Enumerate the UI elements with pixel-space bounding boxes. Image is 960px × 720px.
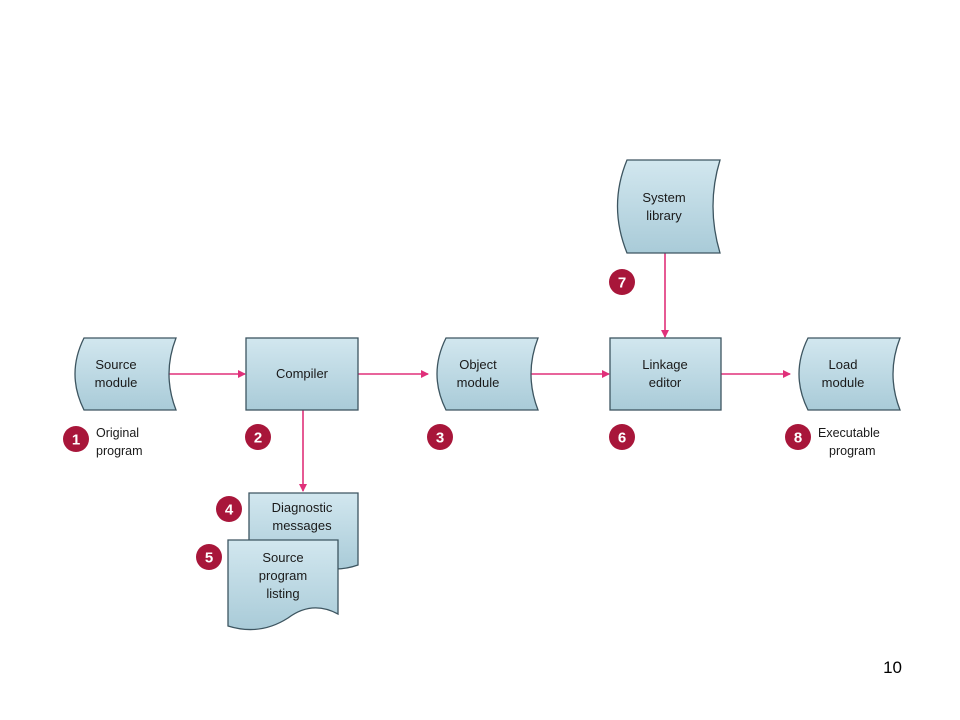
step-7-number: 7 [618, 275, 626, 292]
object-module-node: Object module [436, 337, 539, 411]
step-5-badge: 5 [196, 544, 222, 570]
step-1-number: 1 [72, 432, 80, 449]
step-7-badge: 7 [609, 269, 635, 295]
step-4-number: 4 [225, 502, 234, 519]
step-6-badge: 6 [609, 424, 635, 450]
step-6-number: 6 [618, 430, 626, 447]
source-module-label-line2: module [95, 375, 138, 390]
source-module-label-line1: Source [95, 357, 136, 372]
object-module-label-line1: Object [459, 357, 497, 372]
diagnostic-messages-label-line2: messages [272, 518, 332, 533]
system-library-label-line2: library [646, 208, 682, 223]
page-number: 10 [883, 658, 902, 677]
load-module-label-line2: module [822, 375, 865, 390]
load-module-node: Load module [798, 337, 901, 411]
executable-program-caption-line1: Executable [818, 426, 880, 440]
step-3-number: 3 [436, 430, 444, 447]
diagnostic-messages-label-line1: Diagnostic [272, 500, 333, 515]
linkage-editor-node: Linkage editor [609, 337, 722, 411]
executable-program-caption-line2: program [829, 444, 876, 458]
object-module-label-line2: module [457, 375, 500, 390]
compiler-node: Compiler [245, 337, 359, 411]
original-program-caption-line2: program [96, 444, 143, 458]
step-2-number: 2 [254, 430, 262, 447]
step-1-badge: 1 [63, 426, 89, 452]
linkage-editor-label-line2: editor [649, 375, 682, 390]
system-library-label-line1: System [642, 190, 685, 205]
source-module-node: Source module [74, 337, 177, 411]
source-listing-label-line1: Source [262, 550, 303, 565]
source-listing-label-line2: program [259, 568, 307, 583]
compiler-label: Compiler [276, 366, 329, 381]
step-8-badge: 8 [785, 424, 811, 450]
load-module-label-line1: Load [829, 357, 858, 372]
system-library-node: System library [616, 159, 721, 254]
step-2-badge: 2 [245, 424, 271, 450]
source-listing-label-line3: listing [266, 586, 299, 601]
linkage-editor-label-line1: Linkage [642, 357, 688, 372]
original-program-caption-line1: Original [96, 426, 139, 440]
source-listing-node: Source program listing [227, 539, 339, 631]
step-5-number: 5 [205, 550, 213, 567]
step-8-number: 8 [794, 430, 802, 447]
step-3-badge: 3 [427, 424, 453, 450]
step-4-badge: 4 [216, 496, 242, 522]
